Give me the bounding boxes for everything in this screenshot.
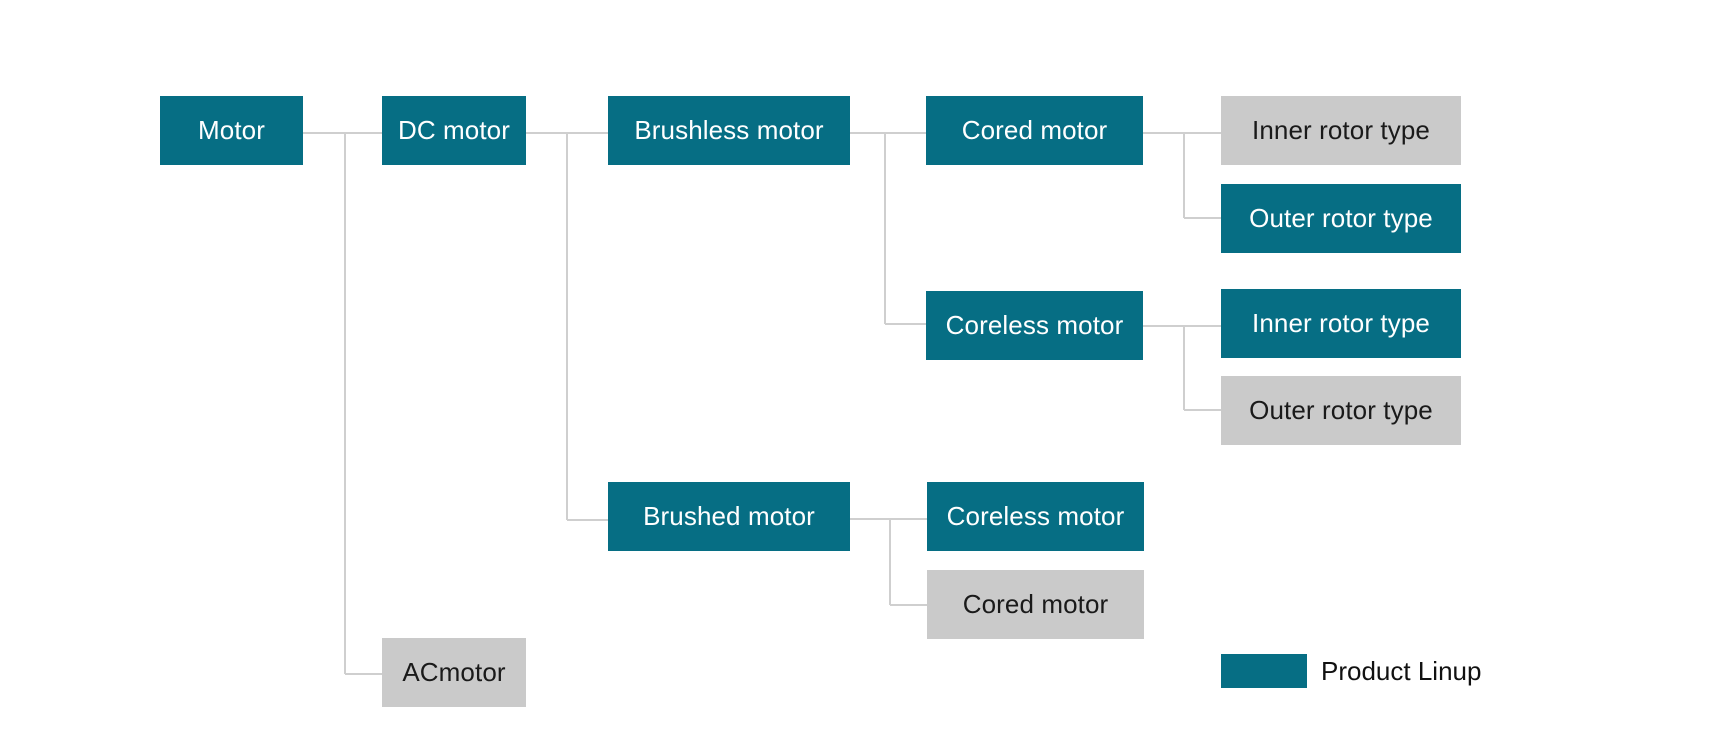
connector-brushless-trunk [884,133,886,324]
legend-swatch-product [1221,654,1307,688]
connector-brushed-coreless [850,518,927,520]
connector-cored-outer [1184,217,1221,219]
connector-motor-ac [345,673,382,675]
connector-cored-inner [1143,132,1221,134]
node-motor: Motor [160,96,303,165]
node-brushless-coreless-motor: Coreless motor [926,291,1143,360]
node-brushless-motor: Brushless motor [608,96,850,165]
node-cored-outer-rotor: Outer rotor type [1221,184,1461,253]
connector-brushless-coreless [885,323,926,325]
connector-brushed-cored [890,604,927,606]
connector-brushless-cored [850,132,926,134]
connector-cored-trunk [1183,133,1185,218]
node-brushed-motor: Brushed motor [608,482,850,551]
node-coreless-inner-rotor: Inner rotor type [1221,289,1461,358]
connector-dc-trunk [566,133,568,520]
node-brushed-coreless-motor: Coreless motor [927,482,1144,551]
node-brushed-cored-motor: Cored motor [927,570,1144,639]
connector-dc-brushed [567,519,608,521]
connector-coreless-outer [1184,409,1221,411]
legend-label: Product Linup [1321,656,1482,686]
node-ac-motor: ACmotor [382,638,526,707]
node-dc-motor: DC motor [382,96,526,165]
connector-coreless-trunk [1183,326,1185,410]
connector-coreless-inner [1143,325,1221,327]
connector-brushed-trunk [889,519,891,605]
connector-motor-trunk [344,133,346,674]
connector-motor-dc [303,132,382,134]
node-coreless-outer-rotor: Outer rotor type [1221,376,1461,445]
node-cored-inner-rotor: Inner rotor type [1221,96,1461,165]
node-brushless-cored-motor: Cored motor [926,96,1143,165]
